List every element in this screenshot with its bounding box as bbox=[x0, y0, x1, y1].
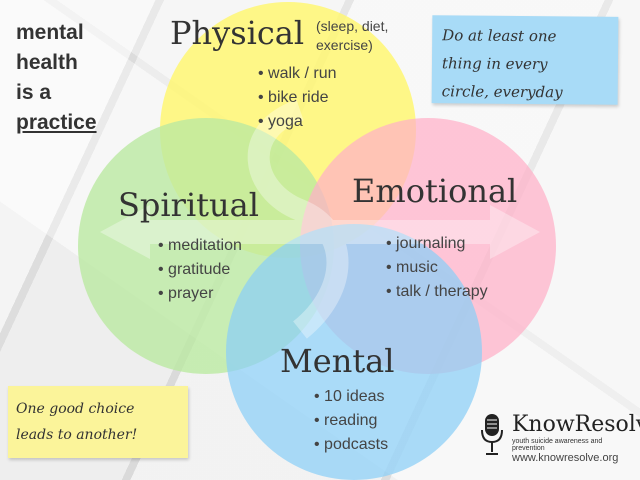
note-line: leads to another! bbox=[16, 427, 138, 443]
spiritual-title: Spiritual bbox=[118, 186, 259, 224]
list-item: podcasts bbox=[314, 433, 388, 457]
physical-title: Physical bbox=[170, 14, 305, 52]
headline: mental health is a practice bbox=[16, 18, 97, 138]
spiritual-list: meditation gratitude prayer bbox=[158, 234, 242, 306]
physical-list: walk / run bike ride yoga bbox=[258, 62, 337, 134]
headline-line: is a bbox=[16, 81, 52, 104]
headline-emphasis: practice bbox=[16, 111, 97, 134]
logo-name: KnowResolve bbox=[512, 412, 640, 437]
list-item: journaling bbox=[386, 232, 488, 256]
list-item: bike ride bbox=[258, 86, 337, 110]
note-line: thing in every bbox=[441, 54, 548, 74]
list-item: prayer bbox=[158, 282, 242, 306]
list-item: meditation bbox=[158, 234, 242, 258]
physical-subtitle-line1: (sleep, diet, bbox=[316, 18, 389, 34]
mental-title: Mental bbox=[280, 342, 395, 380]
note-line: One good choice bbox=[16, 401, 135, 417]
list-item: 10 ideas bbox=[314, 385, 388, 409]
emotional-title: Emotional bbox=[352, 172, 518, 210]
list-item: music bbox=[386, 256, 488, 280]
note-line: circle, everyday bbox=[441, 82, 563, 102]
list-item: walk / run bbox=[258, 62, 336, 86]
logo-tagline: youth suicide awareness and prevention bbox=[512, 438, 603, 452]
knowresolve-logo: KnowResolve youth suicide awareness and … bbox=[476, 412, 640, 472]
website-url: www.knowresolve.org bbox=[512, 452, 619, 464]
list-item: talk / therapy bbox=[386, 280, 488, 304]
list-item: yoga bbox=[258, 110, 337, 134]
headline-line: mental bbox=[16, 21, 84, 44]
list-item: reading bbox=[314, 409, 388, 433]
microphone-icon bbox=[481, 414, 503, 455]
mental-list: 10 ideas reading podcasts bbox=[314, 385, 388, 457]
daily-sticky-note: Do at least one thing in every circle, e… bbox=[431, 15, 619, 105]
emotional-list: journaling music talk / therapy bbox=[386, 232, 488, 304]
note-line: Do at least one bbox=[442, 26, 557, 46]
headline-line: health bbox=[16, 51, 78, 74]
choice-sticky-note: One good choice leads to another! bbox=[8, 386, 188, 458]
physical-subtitle-line2: exercise) bbox=[316, 37, 373, 53]
list-item: gratitude bbox=[158, 258, 242, 282]
